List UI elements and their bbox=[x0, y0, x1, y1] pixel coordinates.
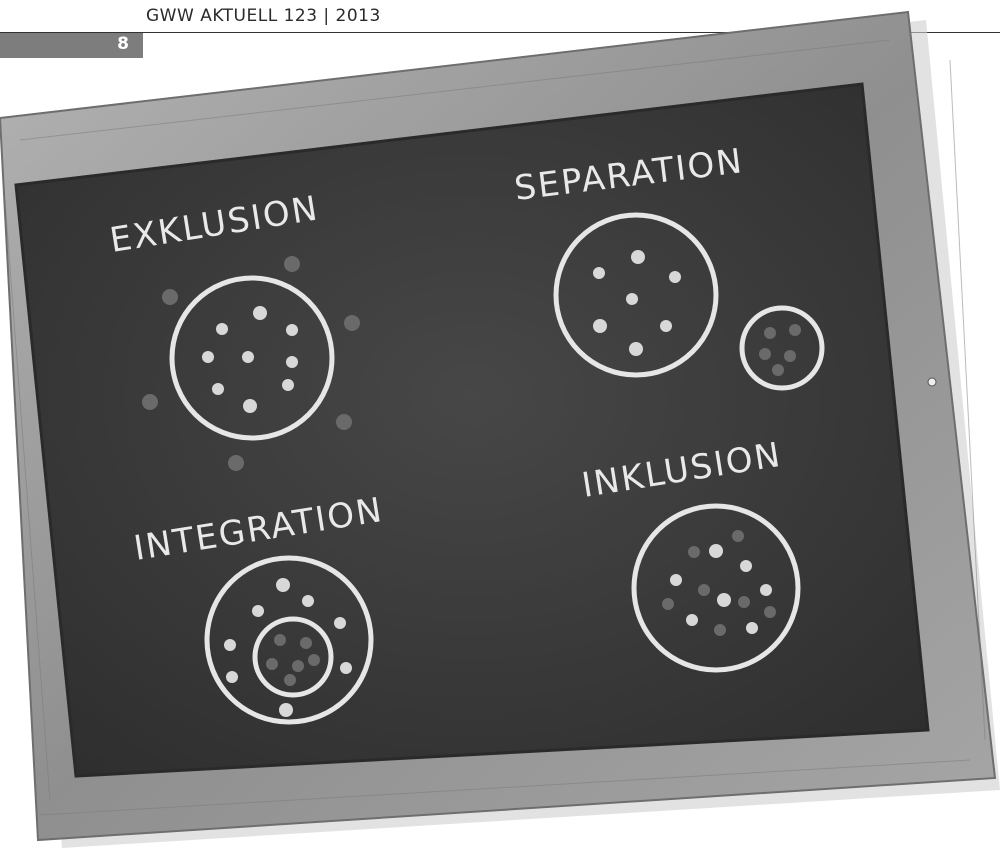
integration-outer-dots bbox=[224, 578, 352, 717]
separation-diagram bbox=[553, 212, 825, 391]
wood-grain bbox=[4, 39, 986, 816]
exklusion-circle bbox=[169, 275, 335, 441]
exklusion-outer-dots bbox=[142, 256, 360, 471]
integration-inner-dots bbox=[266, 634, 320, 686]
running-head: GWW AKTUELL 123 | 2013 bbox=[146, 6, 381, 26]
integration-outer-circle bbox=[204, 555, 374, 725]
page-number: 8 bbox=[117, 34, 129, 54]
inklusion-light-dots bbox=[670, 544, 772, 634]
frame-screw bbox=[927, 377, 937, 387]
inklusion-diagram bbox=[631, 503, 801, 673]
separation-large-circle bbox=[553, 212, 719, 378]
inklusion-circle bbox=[631, 503, 801, 673]
separation-small-circle bbox=[739, 305, 825, 391]
inklusion-dark-dots bbox=[662, 530, 776, 636]
chalkboard-surface bbox=[14, 82, 930, 778]
exklusion-diagram bbox=[142, 256, 360, 471]
integration-diagram bbox=[204, 555, 374, 725]
integration-inner-circle bbox=[252, 616, 334, 698]
header-rule bbox=[0, 32, 1000, 33]
separation-inner-dots bbox=[593, 250, 681, 356]
separation-small-dots bbox=[759, 324, 801, 376]
page-number-tab: 8 bbox=[0, 33, 143, 58]
exklusion-inner-dots bbox=[202, 306, 298, 413]
